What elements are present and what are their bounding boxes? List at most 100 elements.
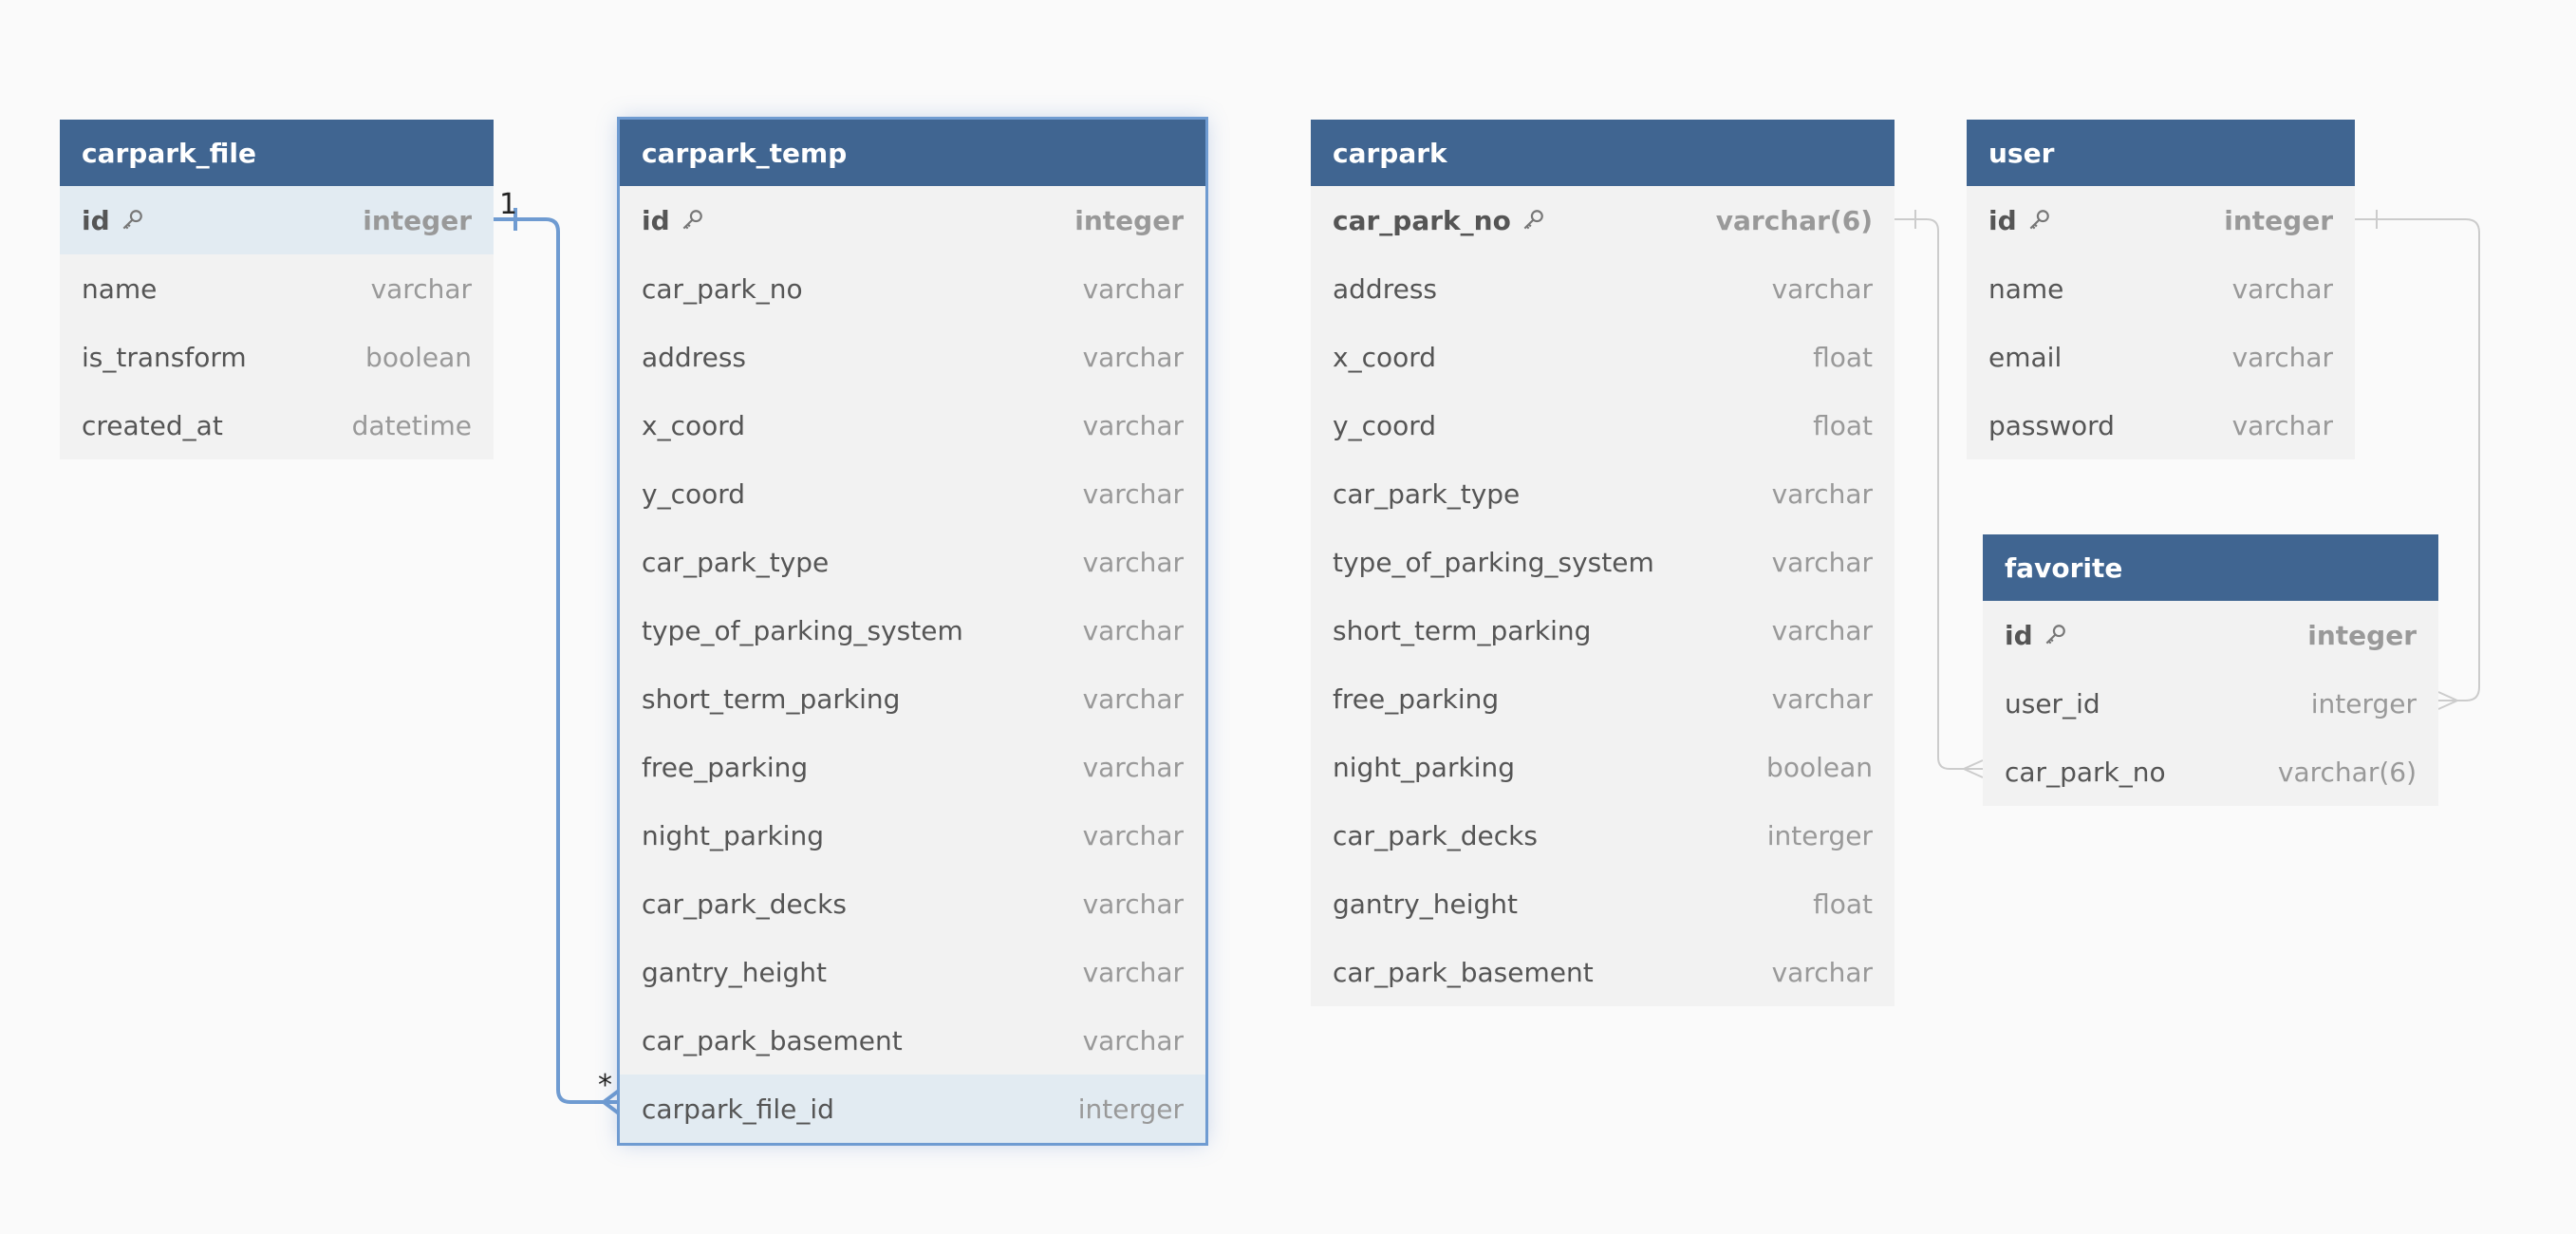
table-header[interactable]: carpark: [1311, 120, 1895, 186]
field-row[interactable]: id integer: [1967, 186, 2355, 254]
field-name: is_transform: [82, 341, 247, 373]
cardinality-one-label: 1: [499, 188, 518, 221]
field-name: gantry_height: [1333, 888, 1518, 920]
field-name: id: [1988, 204, 2017, 236]
field-type: varchar: [1082, 546, 1184, 578]
field-type: varchar: [1771, 272, 1873, 305]
field-name: address: [642, 341, 747, 373]
key-icon: [682, 210, 702, 230]
table-header[interactable]: carpark_file: [60, 120, 494, 186]
field-row[interactable]: id integer: [1983, 601, 2438, 669]
field-name: id: [642, 204, 670, 236]
field-row[interactable]: car_park_decks interger: [1311, 801, 1895, 869]
field-name: car_park_no: [1333, 204, 1511, 236]
field-row[interactable]: y_coord varchar: [620, 459, 1205, 528]
field-type: varchar: [1082, 956, 1184, 988]
field-type: varchar: [2231, 409, 2333, 441]
field-name: free_parking: [642, 751, 809, 783]
field-type: boolean: [1766, 751, 1873, 783]
field-type: varchar(6): [1715, 204, 1873, 236]
field-type: varchar: [1082, 341, 1184, 373]
field-type: integer: [2224, 204, 2333, 236]
relationship-carpark-file-to-carpark-temp[interactable]: [494, 208, 621, 1115]
field-row[interactable]: id integer: [60, 186, 494, 254]
field-row[interactable]: short_term_parking varchar: [620, 664, 1205, 733]
field-row[interactable]: car_park_no varchar(6): [1311, 186, 1895, 254]
field-name: car_park_no: [642, 272, 803, 305]
field-name: car_park_decks: [1333, 819, 1538, 851]
field-type: varchar: [1771, 956, 1873, 988]
field-name: y_coord: [1333, 409, 1437, 441]
field-type: interger: [1766, 819, 1873, 851]
table-carpark[interactable]: carpark car_park_no varchar(6) address va…: [1311, 120, 1895, 1006]
field-name: car_park_basement: [1333, 956, 1594, 988]
field-row[interactable]: car_park_no varchar(6): [1983, 738, 2438, 806]
field-name: car_park_no: [2005, 756, 2166, 788]
table-title: user: [1988, 137, 2055, 169]
table-header[interactable]: user: [1967, 120, 2355, 186]
field-type: varchar: [1771, 477, 1873, 510]
field-row[interactable]: address varchar: [620, 323, 1205, 391]
field-name: short_term_parking: [642, 682, 901, 715]
field-name: night_parking: [642, 819, 824, 851]
field-row[interactable]: address varchar: [1311, 254, 1895, 323]
table-title: carpark: [1333, 137, 1447, 169]
field-name: name: [82, 272, 158, 305]
field-type: varchar: [1082, 477, 1184, 510]
field-name: address: [1333, 272, 1438, 305]
key-icon: [2045, 625, 2065, 645]
table-header[interactable]: carpark_temp: [620, 120, 1205, 186]
field-type: float: [1813, 409, 1873, 441]
field-row[interactable]: password varchar: [1967, 391, 2355, 459]
field-type: varchar(6): [2277, 756, 2417, 788]
field-row[interactable]: y_coord float: [1311, 391, 1895, 459]
field-row[interactable]: id integer: [620, 186, 1205, 254]
field-name: password: [1988, 409, 2115, 441]
field-row[interactable]: night_parking boolean: [1311, 733, 1895, 801]
field-type: interger: [1077, 1093, 1184, 1125]
field-row[interactable]: car_park_type varchar: [620, 528, 1205, 596]
field-name: user_id: [2005, 687, 2100, 720]
table-header[interactable]: favorite: [1983, 534, 2438, 601]
field-name: type_of_parking_system: [1333, 546, 1654, 578]
field-type: varchar: [1082, 409, 1184, 441]
key-icon: [1523, 210, 1543, 230]
key-icon: [122, 210, 142, 230]
field-name: y_coord: [642, 477, 746, 510]
cardinality-many-label: *: [598, 1069, 612, 1102]
field-type: varchar: [1771, 682, 1873, 715]
field-type: varchar: [1771, 614, 1873, 646]
field-name: id: [2005, 619, 2033, 651]
field-name: x_coord: [1333, 341, 1437, 373]
field-name: id: [82, 204, 110, 236]
field-name: car_park_type: [642, 546, 830, 578]
field-name: night_parking: [1333, 751, 1515, 783]
field-row[interactable]: car_park_basement varchar: [1311, 938, 1895, 1006]
field-type: varchar: [1082, 682, 1184, 715]
